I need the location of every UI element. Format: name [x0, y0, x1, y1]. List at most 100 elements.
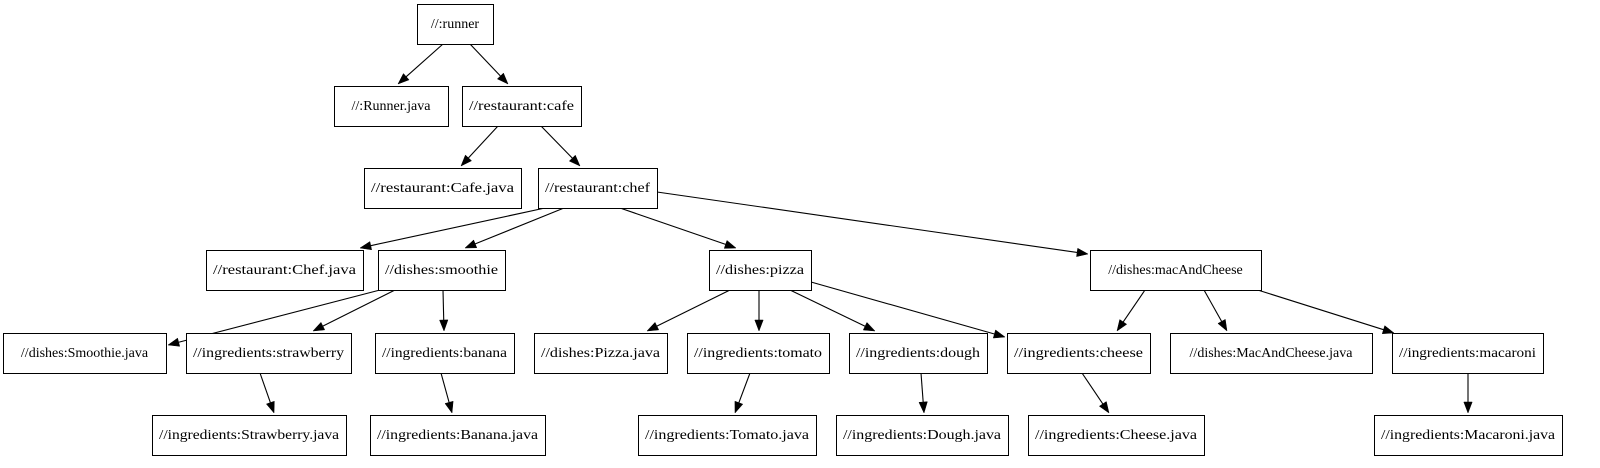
node-box[interactable]	[378, 250, 506, 291]
edge-arrowhead-icon	[1381, 325, 1395, 334]
graph-node-dishes_pizza[interactable]: //dishes:pizza	[709, 250, 812, 291]
edge-arrowhead-icon	[460, 154, 472, 167]
edge-arrowhead-icon	[265, 400, 275, 414]
graph-edge	[789, 289, 876, 332]
node-box[interactable]	[836, 415, 1009, 456]
node-box[interactable]	[1090, 250, 1262, 291]
node-label: //dishes:MacAndCheese.java	[1190, 346, 1354, 361]
node-box[interactable]	[370, 415, 546, 456]
node-box[interactable]	[1392, 333, 1544, 374]
node-label: //restaurant:chef	[545, 181, 650, 196]
graph-node-ing_strawberry[interactable]: //ingredients:strawberry	[186, 333, 352, 374]
node-box[interactable]	[538, 168, 658, 209]
graph-node-cheese_java[interactable]: //ingredients:Cheese.java	[1028, 415, 1205, 456]
node-label: //dishes:Pizza.java	[541, 346, 661, 361]
graph-node-ing_banana[interactable]: //ingredients:banana	[375, 333, 515, 374]
graph-node-dough_java[interactable]: //ingredients:Dough.java	[836, 415, 1009, 456]
node-box[interactable]	[417, 4, 494, 45]
edge-arrowhead-icon	[1076, 247, 1089, 257]
edge-line	[259, 372, 271, 403]
node-label: //ingredients:Banana.java	[377, 428, 539, 443]
graph-nodes-layer: //:runner //:Runner.java //restaurant:cafe…	[3, 4, 1563, 456]
edge-line	[469, 43, 501, 77]
node-label: //dishes:smoothie	[385, 263, 498, 278]
graph-node-ing_dough[interactable]: //ingredients:dough	[849, 333, 988, 374]
edge-line	[405, 43, 444, 78]
edge-arrowhead-icon	[496, 72, 509, 85]
node-box[interactable]	[1007, 333, 1151, 374]
graph-node-runner[interactable]: //:runner	[417, 4, 494, 45]
node-label: //ingredients:dough	[856, 346, 980, 361]
edge-line	[322, 289, 396, 327]
graph-node-ing_tomato[interactable]: //ingredients:tomato	[687, 333, 830, 374]
graph-node-smoothie_java[interactable]: //dishes:Smoothie.java	[3, 333, 167, 374]
graph-node-restaurant_cafe[interactable]: //restaurant:cafe	[462, 86, 582, 127]
edge-arrowhead-icon	[1116, 319, 1128, 332]
graph-node-mac_java[interactable]: //dishes:MacAndCheese.java	[1170, 333, 1373, 374]
graph-node-tomato_java[interactable]: //ingredients:Tomato.java	[638, 415, 817, 456]
node-label: //:Runner.java	[352, 99, 432, 114]
graph-node-strawberry_java[interactable]: //ingredients:Strawberry.java	[152, 415, 347, 456]
node-label: //dishes:pizza	[716, 263, 805, 278]
node-box[interactable]	[462, 86, 582, 127]
graph-node-cafe_java[interactable]: //restaurant:Cafe.java	[364, 168, 522, 209]
node-label: //restaurant:cafe	[469, 99, 574, 114]
graph-node-ing_cheese[interactable]: //ingredients:cheese	[1007, 333, 1151, 374]
node-box[interactable]	[3, 333, 167, 374]
node-box[interactable]	[687, 333, 830, 374]
edge-line	[1244, 285, 1384, 331]
graph-node-chef_java[interactable]: //restaurant:Chef.java	[206, 250, 364, 291]
graph-edge	[359, 207, 546, 251]
edge-line	[468, 125, 499, 159]
graph-edge	[754, 290, 764, 332]
edge-line	[619, 207, 726, 245]
graph-edge	[540, 125, 581, 167]
graph-node-runner_java[interactable]: //:Runner.java	[334, 86, 449, 127]
graph-node-pizza_java[interactable]: //dishes:Pizza.java	[534, 333, 668, 374]
graph-edge	[1244, 285, 1395, 334]
node-box[interactable]	[1374, 415, 1563, 456]
node-label: //ingredients:Macaroni.java	[1381, 428, 1556, 443]
edge-line	[1122, 289, 1146, 323]
edge-arrowhead-icon	[646, 321, 660, 332]
node-box[interactable]	[534, 333, 668, 374]
edge-line	[789, 289, 866, 327]
graph-node-restaurant_chef[interactable]: //restaurant:chef	[538, 168, 658, 209]
graph-edge	[810, 281, 1006, 339]
node-box[interactable]	[186, 333, 352, 374]
edge-line	[440, 372, 450, 403]
node-label: //ingredients:Tomato.java	[645, 428, 810, 443]
edge-arrowhead-icon	[734, 400, 744, 414]
node-box[interactable]	[152, 415, 347, 456]
node-box[interactable]	[1170, 333, 1373, 374]
graph-edge	[312, 289, 396, 332]
node-box[interactable]	[334, 86, 449, 127]
graph-edge	[734, 372, 751, 414]
node-box[interactable]	[375, 333, 515, 374]
graph-edge	[1203, 289, 1228, 332]
graph-node-banana_java[interactable]: //ingredients:Banana.java	[370, 415, 546, 456]
node-box[interactable]	[364, 168, 522, 209]
node-label: //dishes:macAndCheese	[1108, 263, 1243, 278]
node-label: //ingredients:macaroni	[1399, 346, 1536, 361]
node-label: //ingredients:Strawberry.java	[159, 428, 340, 443]
graph-edge	[460, 125, 499, 167]
node-box[interactable]	[638, 415, 817, 456]
graph-edge	[469, 43, 509, 85]
node-label: //ingredients:strawberry	[193, 346, 344, 361]
edge-line	[370, 207, 546, 247]
graph-node-ing_macaroni[interactable]: //ingredients:macaroni	[1392, 333, 1544, 374]
graph-edge	[918, 372, 928, 414]
node-box[interactable]	[709, 250, 812, 291]
node-label: //ingredients:Cheese.java	[1035, 428, 1198, 443]
node-box[interactable]	[849, 333, 988, 374]
graph-node-macaroni_java[interactable]: //ingredients:Macaroni.java	[1374, 415, 1563, 456]
node-box[interactable]	[206, 250, 364, 291]
graph-node-dishes_mac[interactable]: //dishes:macAndCheese	[1090, 250, 1262, 291]
node-label: //ingredients:Dough.java	[843, 428, 1002, 443]
edge-arrowhead-icon	[992, 329, 1006, 339]
graph-node-dishes_smoothie[interactable]: //dishes:smoothie	[378, 250, 506, 291]
node-box[interactable]	[1028, 415, 1205, 456]
